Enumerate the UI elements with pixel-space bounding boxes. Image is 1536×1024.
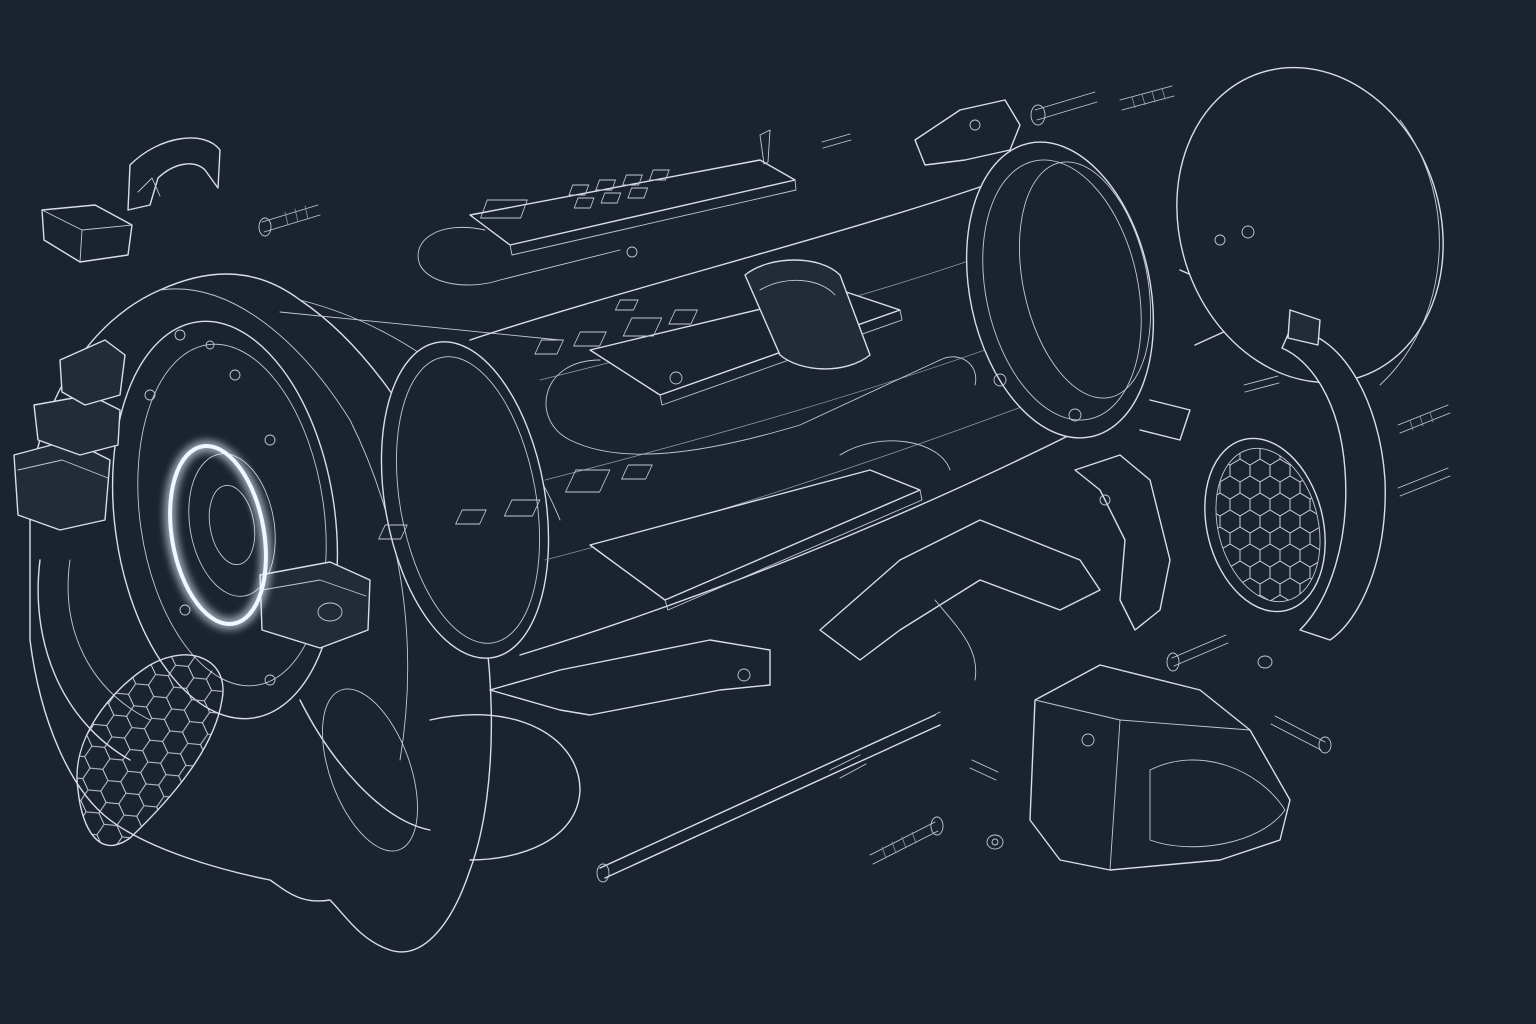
top-clip bbox=[127, 137, 221, 211]
motor-housing bbox=[1029, 664, 1291, 871]
screws bbox=[258, 85, 1451, 865]
screw bbox=[1397, 404, 1451, 434]
mount-bracket bbox=[489, 454, 1171, 716]
screw bbox=[1119, 85, 1175, 111]
screw bbox=[1270, 715, 1332, 754]
lower-circuit-board bbox=[378, 440, 951, 611]
side-bracket bbox=[1281, 309, 1386, 641]
screw bbox=[258, 204, 321, 237]
end-cap-ring bbox=[965, 141, 1229, 441]
upper-circuit-board bbox=[417, 159, 797, 286]
screw bbox=[759, 129, 771, 165]
light-ring bbox=[168, 444, 268, 626]
lens-honeycomb bbox=[1204, 437, 1335, 613]
screw bbox=[869, 816, 944, 865]
washer bbox=[1257, 655, 1273, 669]
screw bbox=[969, 759, 999, 781]
screw bbox=[1030, 91, 1098, 126]
screw bbox=[1166, 634, 1229, 672]
screw bbox=[821, 133, 852, 149]
washer bbox=[986, 834, 1004, 850]
long-rod bbox=[596, 711, 941, 883]
bracket-top-right bbox=[914, 99, 1021, 166]
main-cylinder bbox=[380, 179, 1081, 659]
screw bbox=[1243, 375, 1280, 393]
small-block bbox=[41, 204, 133, 263]
screw bbox=[1397, 467, 1451, 497]
middle-circuit-board bbox=[534, 259, 977, 455]
rear-disc-cover bbox=[1176, 66, 1444, 386]
